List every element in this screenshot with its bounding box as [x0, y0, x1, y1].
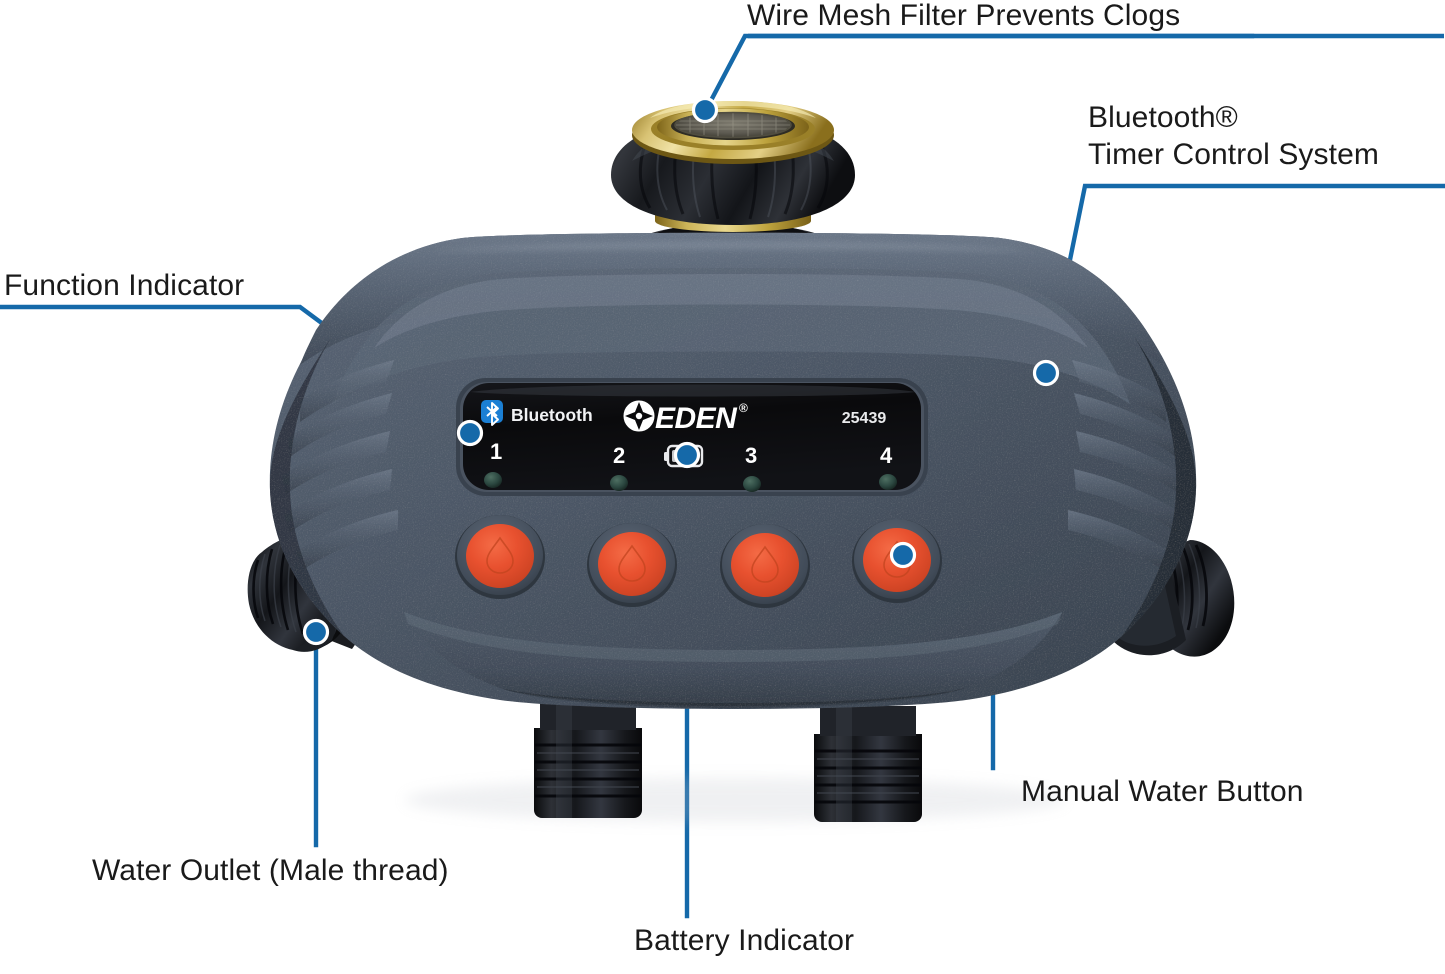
- callout-dots: [302, 96, 1060, 646]
- callout-dot-wire-mesh: [691, 96, 719, 124]
- housing-ribs-left: [282, 360, 398, 569]
- led-indicator-1: [484, 472, 502, 488]
- led-indicator-2: [610, 475, 628, 491]
- eden-wordmark: EDEN: [655, 402, 738, 435]
- callout-label-wire-mesh-filter: Wire Mesh Filter Prevents Clogs: [747, 0, 1181, 32]
- manual-water-button-3[interactable]: [720, 524, 810, 608]
- model-number: 25439: [842, 410, 887, 427]
- outlet-bottom-right: [814, 706, 922, 822]
- outlet-bottom-left: [534, 700, 642, 818]
- zone-number-2: 2: [613, 443, 625, 468]
- callout-dot-manual-button: [889, 541, 917, 569]
- callout-label-manual-water-button: Manual Water Button: [1021, 775, 1304, 808]
- water-drop-icon: [486, 536, 514, 574]
- callout-dot-function-indicator: [456, 419, 484, 447]
- zone-number-4: 4: [880, 443, 893, 468]
- housing-ribs-right: [1068, 360, 1184, 569]
- callout-dot-water-outlet: [302, 618, 330, 646]
- callout-label-bluetooth-timer: Bluetooth® Timer Control System: [1088, 101, 1379, 171]
- drop-shadow: [405, 778, 1065, 822]
- eden-brand-logo: EDEN ®: [623, 400, 748, 435]
- leader-wire-mesh: [703, 33, 1255, 113]
- manual-water-button-1[interactable]: [455, 515, 545, 599]
- water-drop-icon: [618, 544, 646, 582]
- eden-registered-mark: ®: [739, 401, 748, 415]
- callout-label-function-indicator: Function Indicator: [4, 269, 245, 302]
- zone-number-1: 1: [490, 439, 502, 464]
- callout-dot-bluetooth: [1032, 359, 1060, 387]
- water-timer-device: Bluetooth EDEN ® 25439 1 2 3 4: [247, 101, 1235, 822]
- bluetooth-icon: [481, 400, 503, 426]
- wire-mesh-filter-icon: [674, 111, 792, 139]
- callout-label-battery-indicator: Battery Indicator: [634, 924, 855, 957]
- callout-label-water-outlet: Water Outlet (Male thread): [92, 854, 449, 887]
- bottom-outlets: [534, 700, 922, 822]
- bluetooth-label: Bluetooth: [511, 405, 593, 425]
- control-panel-face: [463, 383, 921, 490]
- manual-water-button-2[interactable]: [587, 523, 677, 607]
- zone-number-3: 3: [745, 443, 757, 468]
- led-indicator-3: [743, 476, 761, 492]
- control-panel: Bluetooth EDEN ® 25439 1 2 3 4: [456, 378, 928, 496]
- callout-dot-battery: [673, 441, 701, 469]
- led-indicator-4: [879, 474, 897, 490]
- water-drop-icon: [751, 545, 779, 583]
